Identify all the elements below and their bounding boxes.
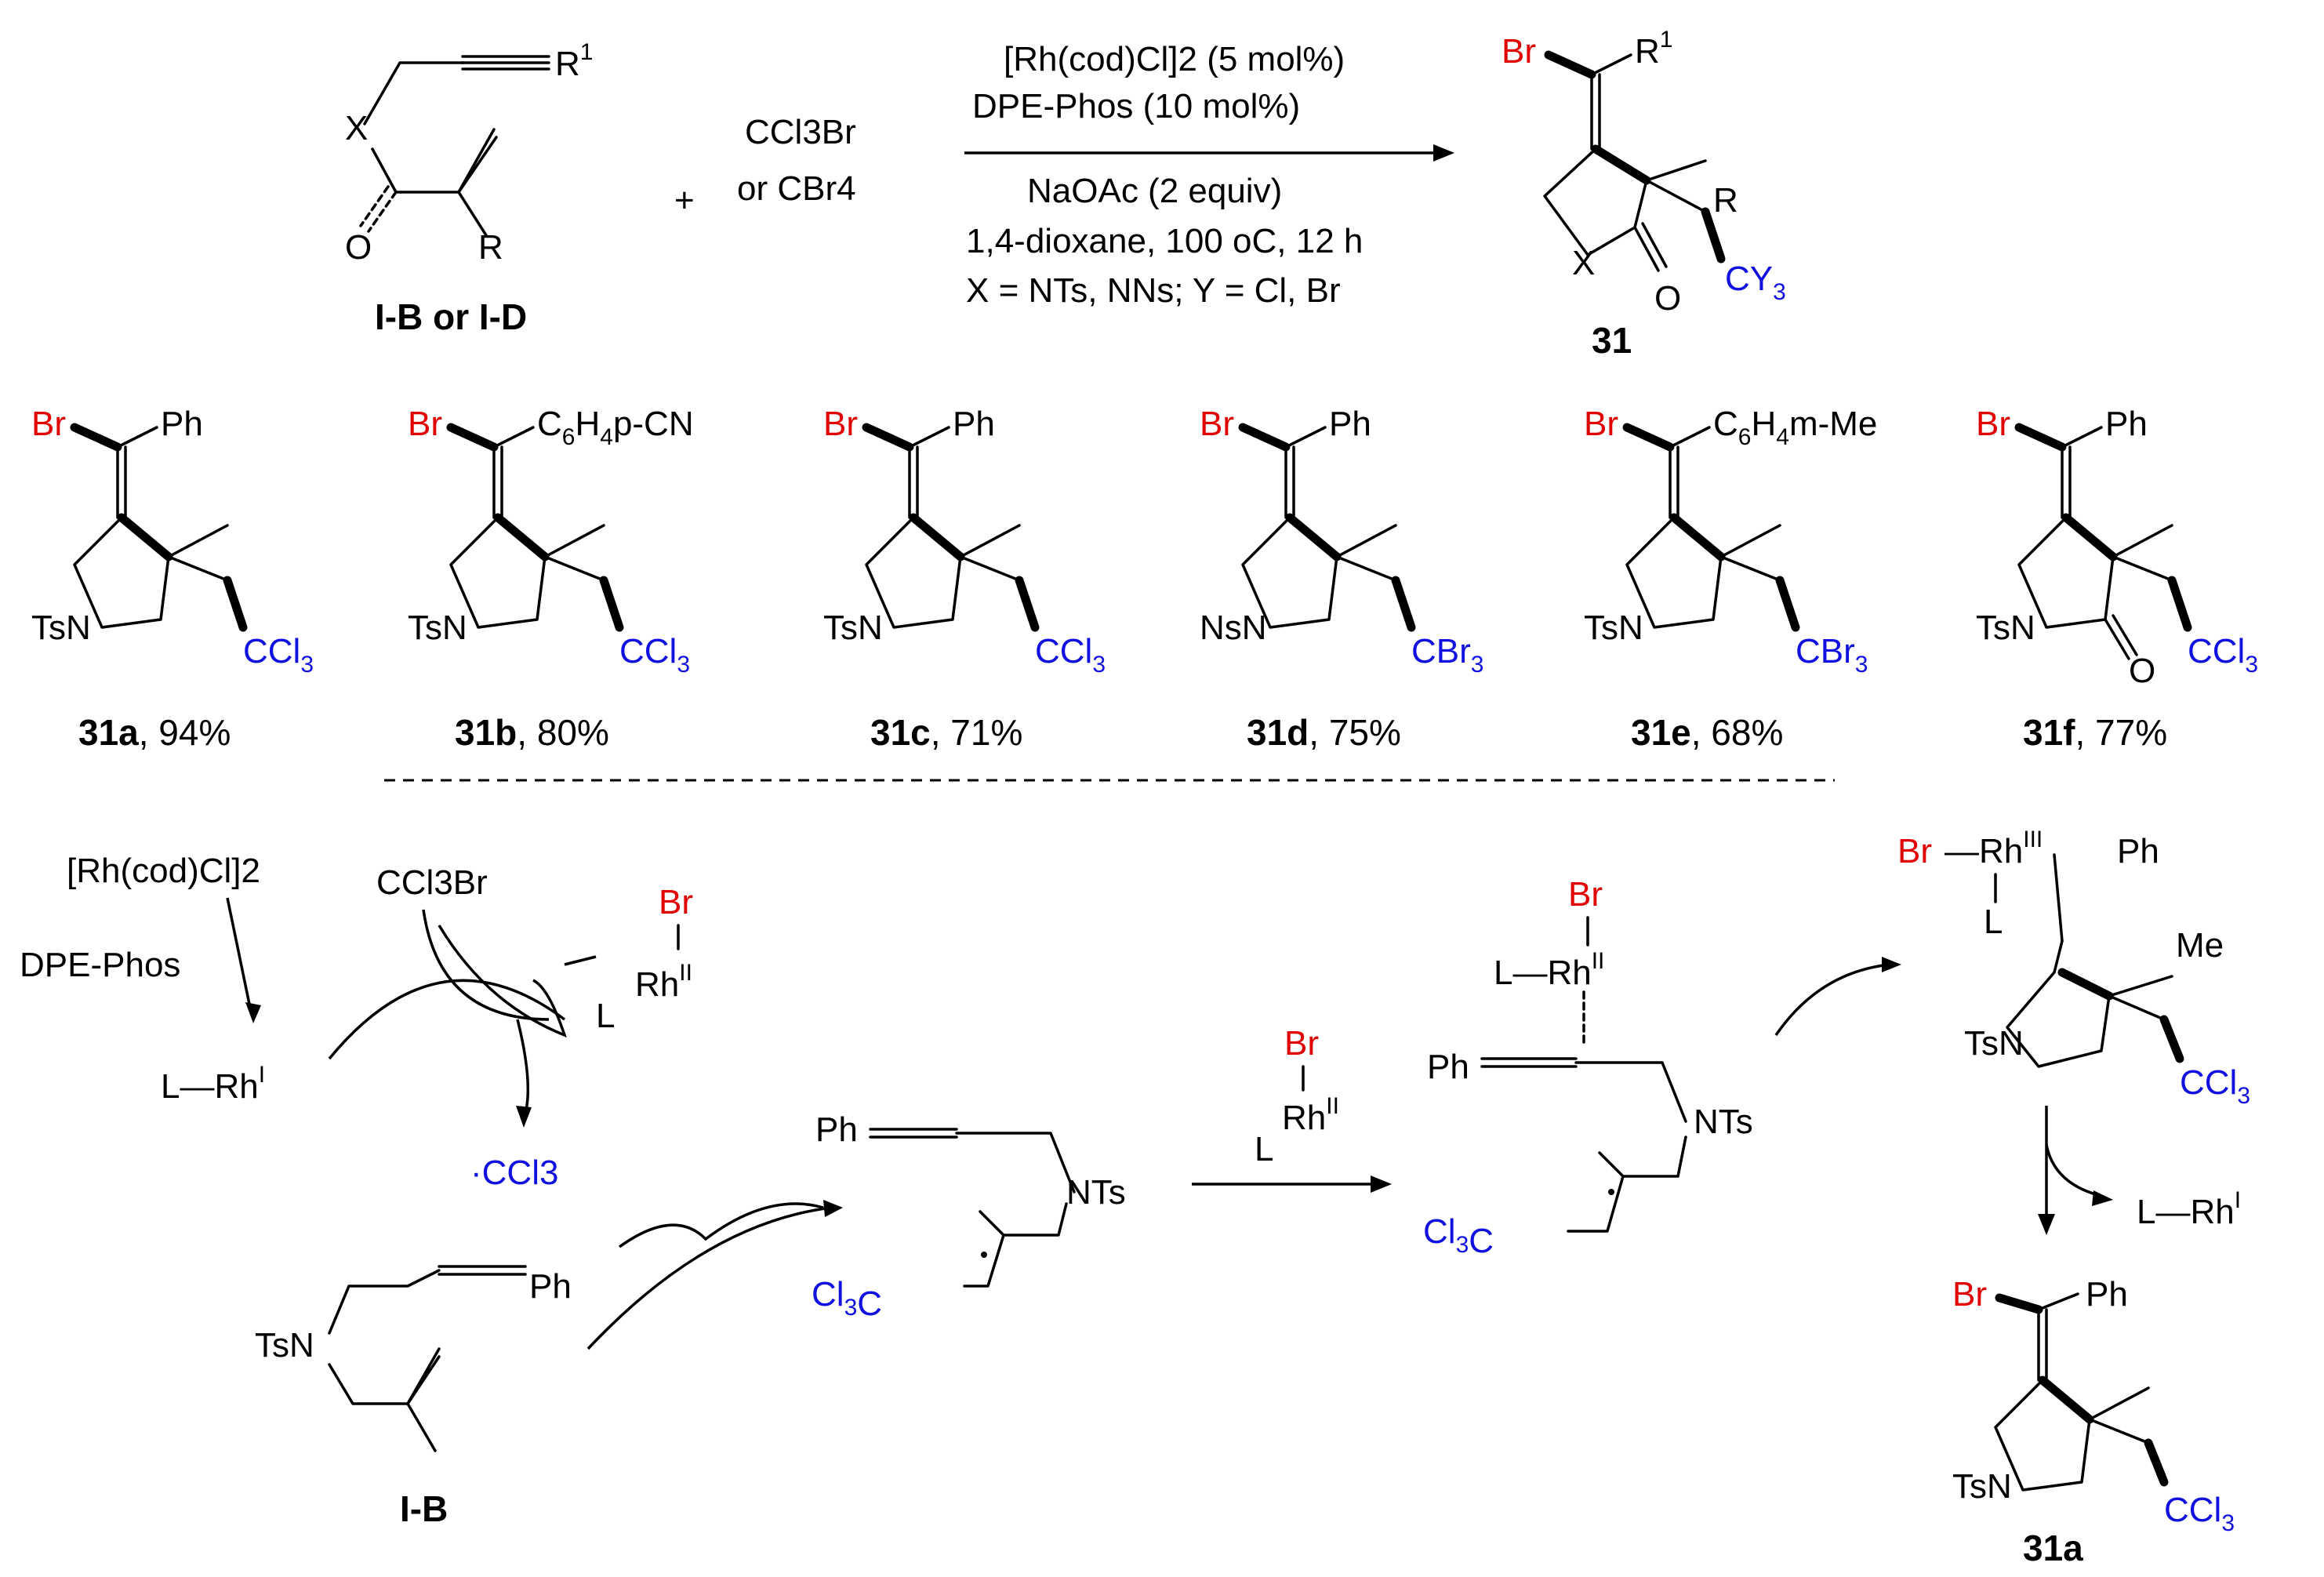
condition-3: NaOAc (2 equiv) bbox=[1027, 172, 1282, 210]
svg-text:RhII: RhII bbox=[635, 960, 692, 1004]
nitrogen-label: NsN bbox=[1200, 609, 1267, 647]
aryl-label: Ph bbox=[953, 405, 995, 443]
product-yield-label: 31e, 68% bbox=[1631, 712, 1783, 753]
svg-text:Cl3C: Cl3C bbox=[812, 1275, 882, 1323]
aryl-label: C6H4m-Me bbox=[1713, 405, 1877, 450]
bromine-label: Br bbox=[1584, 405, 1618, 443]
svg-text:Ph: Ph bbox=[815, 1110, 858, 1149]
svg-text:Br: Br bbox=[1897, 832, 1932, 870]
aryl-label: Ph bbox=[2105, 405, 2148, 443]
svg-text:Br: Br bbox=[1284, 1024, 1319, 1063]
svg-text:O: O bbox=[345, 228, 372, 267]
svg-text:R: R bbox=[478, 228, 503, 267]
final-product-label: 31a bbox=[2023, 1528, 2083, 1568]
svg-text:Br: Br bbox=[1568, 875, 1603, 914]
trihalomethyl-label: CCl3 bbox=[243, 632, 314, 678]
svg-text:CCl3: CCl3 bbox=[2180, 1063, 2250, 1109]
product-yield-label: 31c, 71% bbox=[870, 712, 1022, 753]
product-yield-label: 31f, 77% bbox=[2023, 712, 2167, 753]
svg-text:Cl3C: Cl3C bbox=[1423, 1212, 1494, 1260]
svg-text:Me: Me bbox=[2176, 926, 2224, 965]
ccl3-radical: ·CCl3 bbox=[470, 1154, 558, 1192]
svg-text:X: X bbox=[1572, 244, 1595, 282]
trihalomethyl-label: CCl3 bbox=[619, 632, 690, 678]
reactant-label: I-B or I-D bbox=[375, 296, 527, 337]
svg-text:Ph: Ph bbox=[529, 1267, 572, 1306]
ccl3br-reagent: CCl3Br bbox=[376, 863, 488, 902]
svg-text:L: L bbox=[1984, 903, 2003, 941]
rh1-regenerated: L—RhI bbox=[2137, 1187, 2241, 1231]
svg-text:NTs: NTs bbox=[1066, 1173, 1126, 1212]
svg-text:TsN: TsN bbox=[1964, 1024, 2024, 1063]
svg-text:NTs: NTs bbox=[1694, 1103, 1753, 1141]
svg-text:I-B or I-D: I-B or I-D bbox=[375, 296, 527, 337]
product-label: 31 bbox=[1592, 320, 1632, 361]
svg-text:L—RhII: L—RhII bbox=[1494, 948, 1604, 992]
trihalomethyl-label: CCl3 bbox=[1035, 632, 1106, 678]
bromine-label: Br bbox=[1200, 405, 1234, 443]
carbonyl-oxygen: O bbox=[2129, 652, 2155, 690]
product-yield-label: 31d, 75% bbox=[1247, 712, 1401, 753]
bromine-label: Br bbox=[823, 405, 858, 443]
product-structure-31: Br R1 R CY3 X O 31 bbox=[1502, 27, 1786, 361]
svg-text:TsN: TsN bbox=[1952, 1467, 2012, 1506]
svg-text:R: R bbox=[1713, 181, 1738, 220]
nitrogen-label: TsN bbox=[1976, 609, 2035, 647]
svg-text:R1: R1 bbox=[555, 39, 593, 83]
trihalomethyl-label: CBr3 bbox=[1796, 632, 1868, 678]
svg-text:X: X bbox=[345, 109, 368, 147]
svg-text:—RhIII: —RhIII bbox=[1945, 827, 2043, 870]
svg-text:Ph: Ph bbox=[2086, 1275, 2128, 1314]
svg-text:Ph: Ph bbox=[2117, 832, 2159, 870]
product-yield-label: 31a, 94% bbox=[78, 712, 231, 753]
nitrogen-label: TsN bbox=[1584, 609, 1643, 647]
condition-5: X = NTs, NNs; Y = Cl, Br bbox=[966, 271, 1341, 310]
svg-text:R1: R1 bbox=[1635, 27, 1672, 71]
svg-text:Ph: Ph bbox=[1427, 1048, 1469, 1086]
trihalomethyl-label: CCl3 bbox=[2188, 632, 2258, 678]
reaction-conditions: [Rh(cod)Cl]2 (5 mol%) DPE-Phos (10 mol%)… bbox=[964, 40, 1454, 310]
condition-2: DPE-Phos (10 mol%) bbox=[972, 87, 1300, 125]
reagent-bottom: or CBr4 bbox=[737, 169, 856, 208]
bromine-label: Br bbox=[408, 405, 442, 443]
condition-4: 1,4-dioxane, 100 oC, 12 h bbox=[966, 222, 1363, 260]
svg-text:+: + bbox=[674, 181, 695, 220]
svg-text:CY3: CY3 bbox=[1725, 260, 1786, 305]
bromine-label: Br bbox=[1976, 405, 2010, 443]
reactant-structure: R1 X R O I-B or I-D bbox=[345, 39, 593, 337]
bromine-label: Br bbox=[31, 405, 66, 443]
svg-text:Br: Br bbox=[659, 883, 693, 921]
svg-text:L: L bbox=[1255, 1130, 1273, 1168]
nitrogen-label: TsN bbox=[31, 609, 91, 647]
aryl-label: Ph bbox=[1329, 405, 1371, 443]
svg-text:L: L bbox=[596, 997, 615, 1035]
rh1-species: L—RhI bbox=[161, 1062, 265, 1106]
catalyst: [Rh(cod)Cl]2 bbox=[67, 852, 260, 890]
svg-text:TsN: TsN bbox=[255, 1326, 314, 1364]
svg-text:CCl3: CCl3 bbox=[2164, 1491, 2235, 1536]
nitrogen-label: TsN bbox=[408, 609, 467, 647]
substrate-label: I-B bbox=[400, 1488, 448, 1529]
reagent-top: CCl3Br bbox=[745, 113, 856, 151]
svg-text:Br: Br bbox=[1952, 1275, 1987, 1314]
svg-text:O: O bbox=[1654, 279, 1681, 318]
ligand: DPE-Phos bbox=[20, 946, 180, 984]
mechanism: [Rh(cod)Cl]2 DPE-Phos L—RhI CCl3Br Br Rh… bbox=[20, 827, 2250, 1568]
trihalomethyl-label: CBr3 bbox=[1411, 632, 1483, 678]
svg-text:Br: Br bbox=[1502, 32, 1536, 71]
svg-text:RhII: RhII bbox=[1282, 1093, 1339, 1137]
aryl-label: Ph bbox=[161, 405, 203, 443]
condition-1: [Rh(cod)Cl]2 (5 mol%) bbox=[1004, 40, 1345, 78]
aryl-label: C6H4p-CN bbox=[537, 405, 694, 450]
product-yield-label: 31b, 80% bbox=[455, 712, 609, 753]
nitrogen-label: TsN bbox=[823, 609, 883, 647]
